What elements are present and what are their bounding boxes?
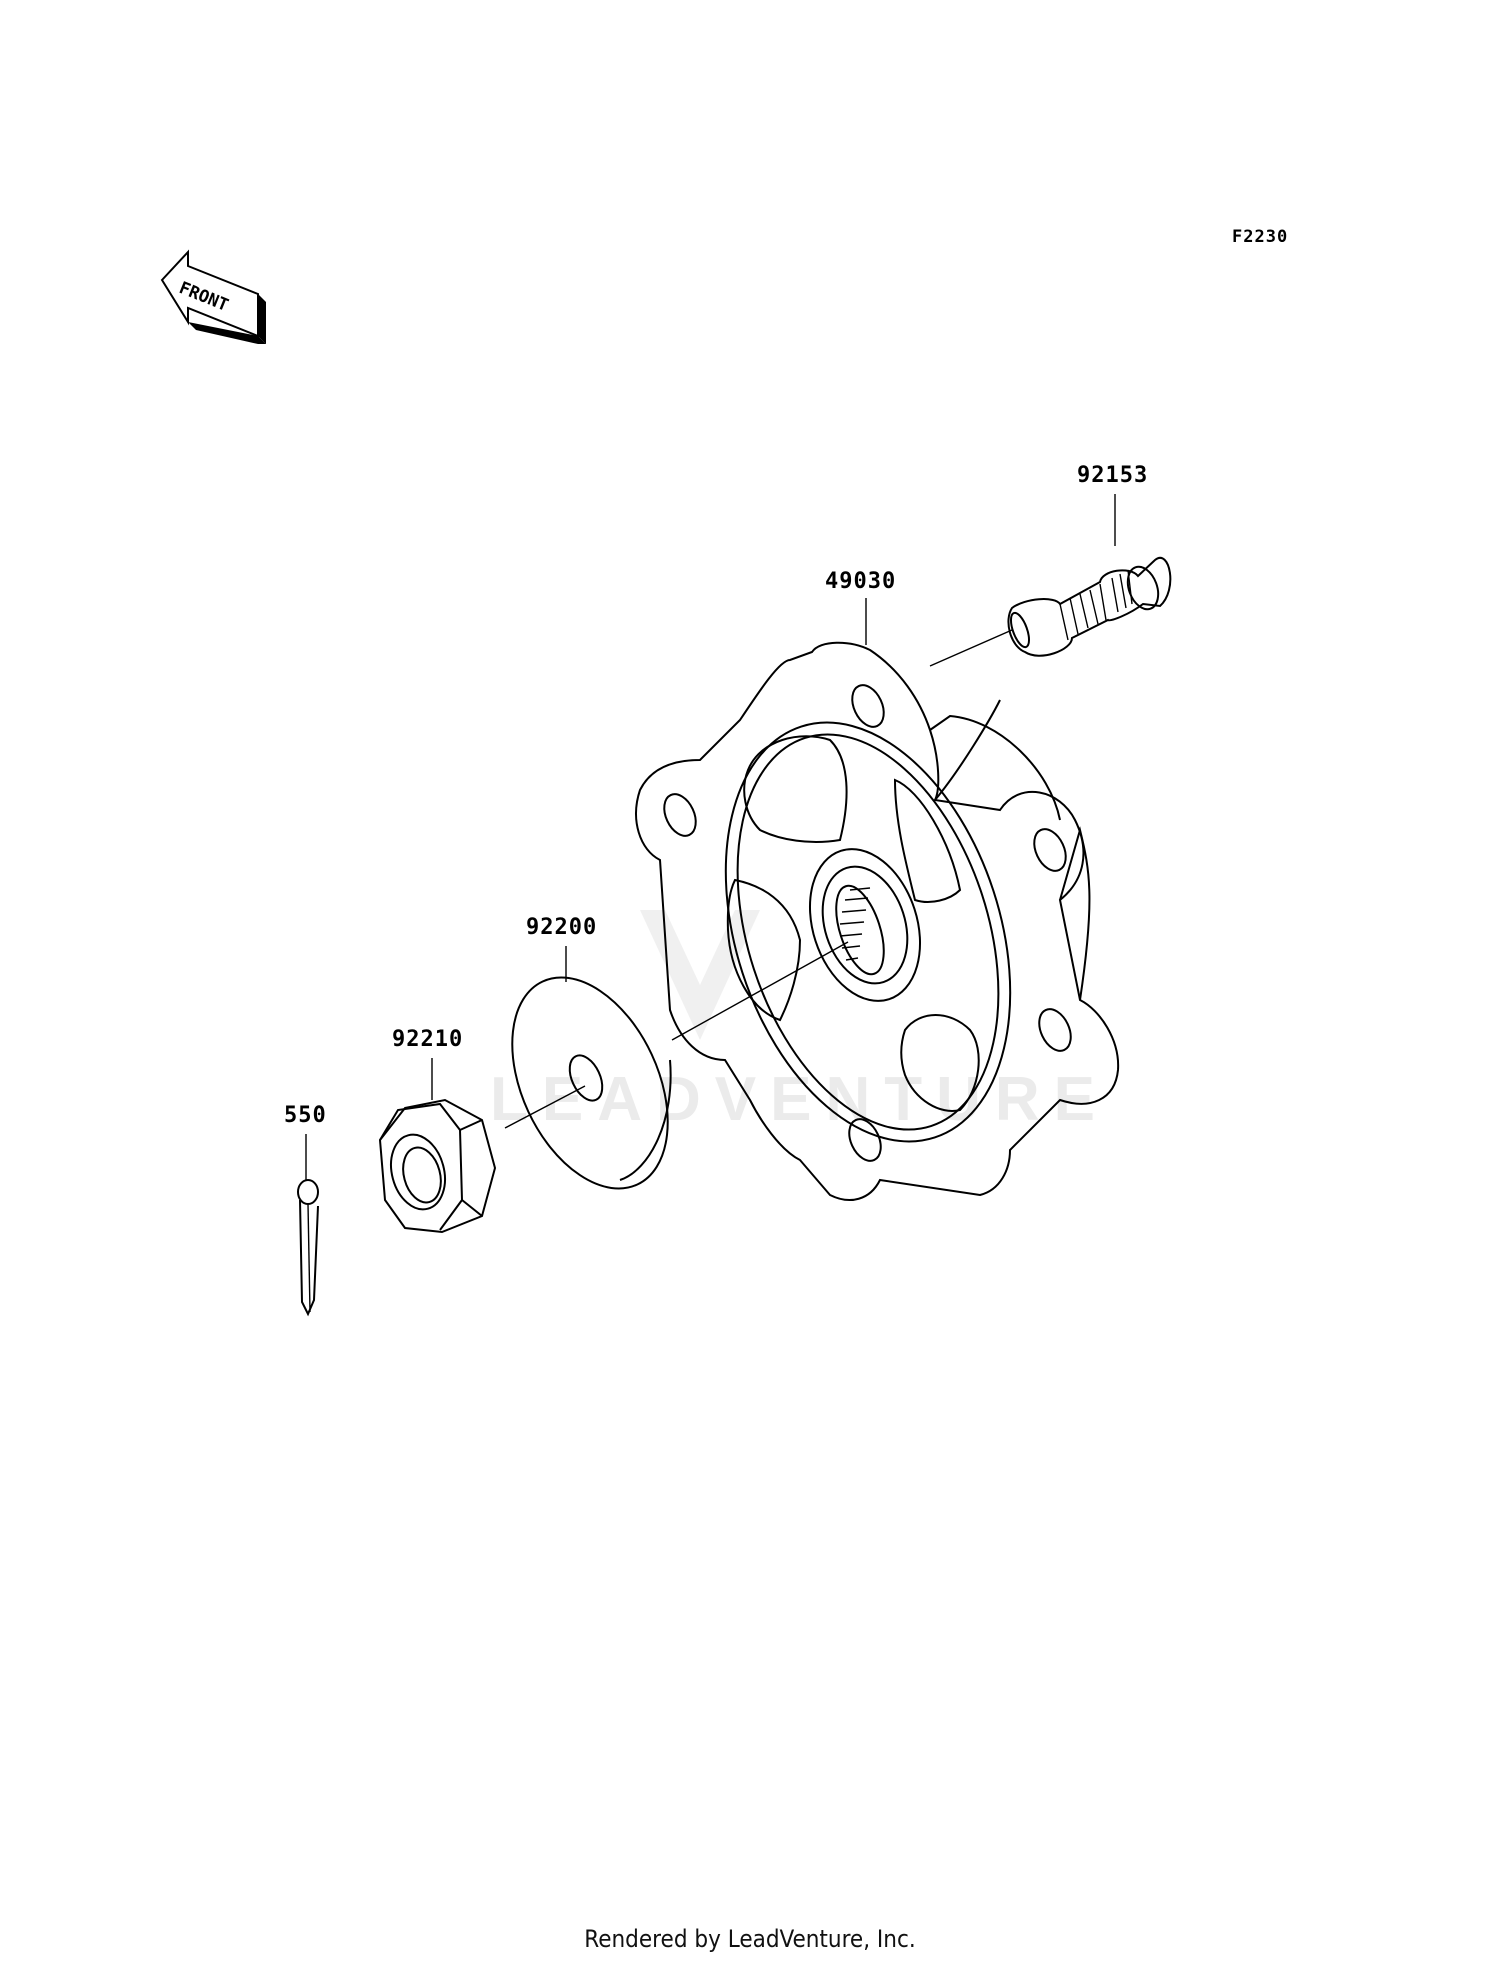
hub-bolt-part bbox=[1007, 556, 1172, 657]
leader-hub-to-bolt bbox=[929, 629, 1013, 667]
front-arrow-icon: FRONT bbox=[160, 249, 266, 344]
flange-nut-part bbox=[378, 1098, 497, 1234]
part-number-92200: 92200 bbox=[526, 915, 597, 940]
part-number-49030: 49030 bbox=[825, 569, 896, 594]
washer-part bbox=[511, 976, 672, 1190]
part-number-550: 550 bbox=[284, 1103, 327, 1128]
cotter-pin-part bbox=[297, 1179, 319, 1317]
leader-washer-to-nut bbox=[504, 1085, 586, 1129]
wheel-hub-part bbox=[635, 641, 1120, 1201]
part-number-92153: 92153 bbox=[1077, 463, 1148, 488]
leader-hub-to-washer bbox=[671, 941, 849, 1041]
watermark-text: LEADVENTURE bbox=[490, 1065, 1109, 1134]
part-number-92210: 92210 bbox=[392, 1027, 463, 1052]
figure-code: F2230 bbox=[1232, 227, 1288, 247]
footer-credit: Rendered by LeadVenture, Inc. bbox=[584, 1925, 916, 1953]
